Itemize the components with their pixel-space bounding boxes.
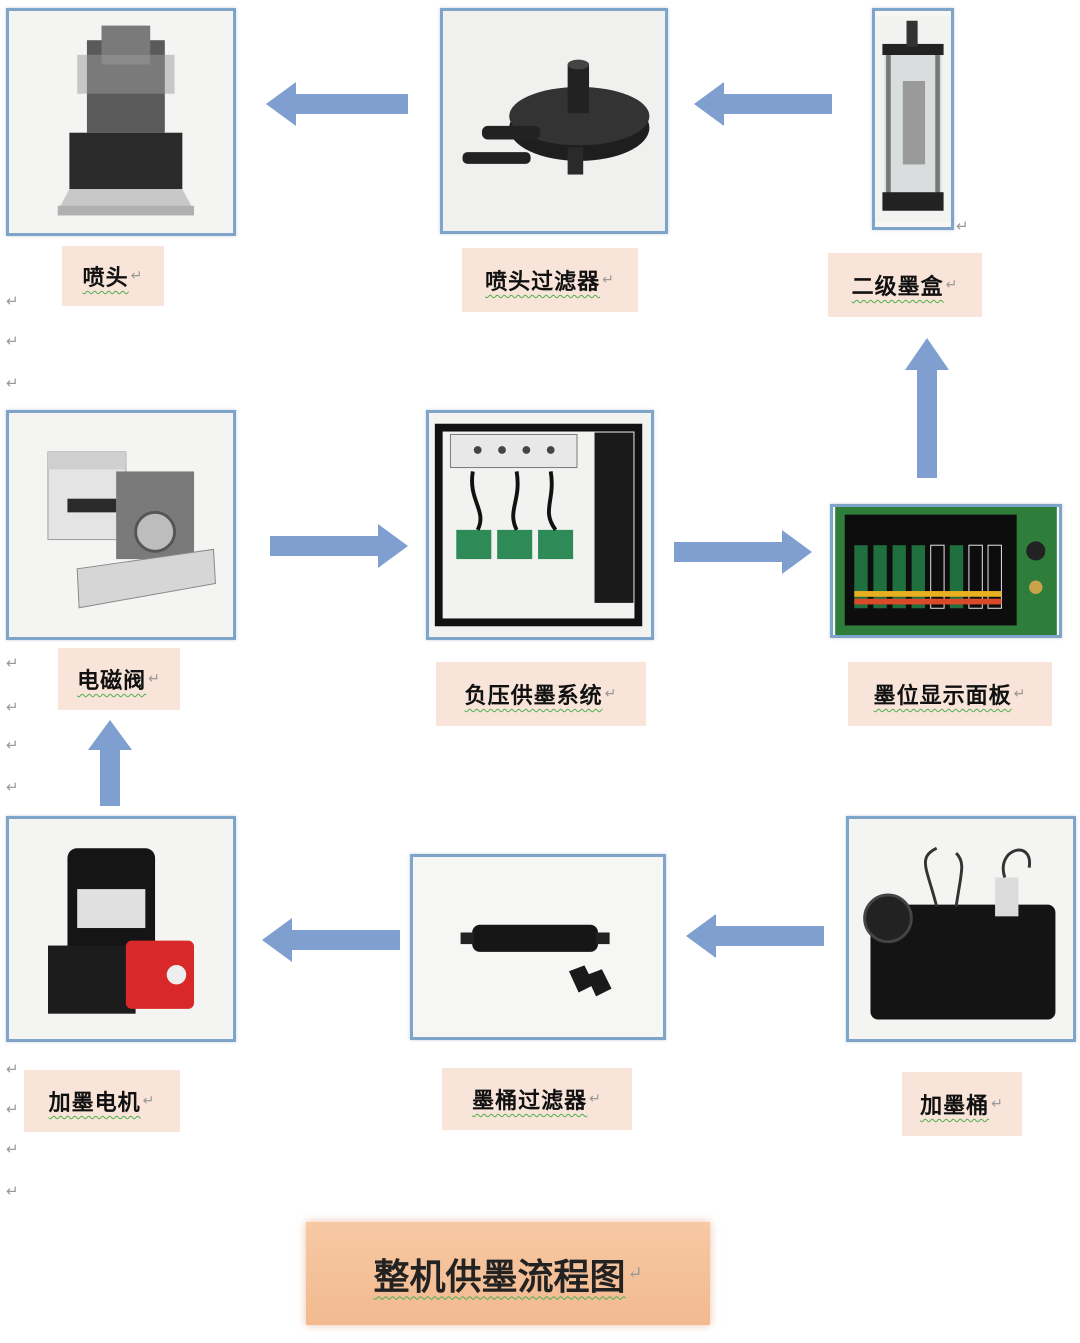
return-mark: ↵ bbox=[6, 1182, 19, 1200]
return-mark: ↵ bbox=[130, 268, 144, 284]
nozzle-filter-image bbox=[440, 8, 668, 234]
return-mark: ↵ bbox=[602, 272, 615, 288]
return-mark: ↵ bbox=[956, 217, 969, 235]
negative-pressure-system-label: 负压供墨系统↵ bbox=[436, 662, 646, 726]
return-mark: ↵ bbox=[6, 778, 19, 796]
solenoid-valve-image bbox=[6, 410, 236, 640]
secondary-cartridge-label-text: 二级墨盒 bbox=[851, 275, 944, 300]
solenoid-valve-label: 电磁阀↵ bbox=[58, 648, 180, 710]
return-mark: ↵ bbox=[6, 374, 19, 392]
tank-filter-label: 墨桶过滤器↵ bbox=[442, 1068, 632, 1130]
negative-pressure-system-label-text: 负压供墨系统 bbox=[464, 684, 603, 709]
nozzle-filter-label-text: 喷头过滤器 bbox=[485, 270, 601, 295]
nozzle-filter-label: 喷头过滤器↵ bbox=[462, 248, 638, 312]
nozzle-image bbox=[6, 8, 236, 236]
ink-level-panel-image bbox=[830, 504, 1062, 638]
ink-pump-motor-image bbox=[6, 816, 236, 1042]
return-mark: ↵ bbox=[148, 671, 161, 687]
arrow-left-1 bbox=[266, 82, 408, 126]
diagram-title-text: 整机供墨流程图 bbox=[373, 1255, 626, 1298]
arrow-right-1 bbox=[270, 524, 408, 568]
diagram-title: 整机供墨流程图↵ bbox=[306, 1222, 710, 1325]
return-mark: ↵ bbox=[627, 1263, 643, 1284]
arrow-left-4 bbox=[686, 914, 824, 958]
tank-filter-label-text: 墨桶过滤器 bbox=[472, 1089, 588, 1114]
ink-tank-image bbox=[846, 816, 1076, 1042]
return-mark: ↵ bbox=[6, 1100, 19, 1118]
return-mark: ↵ bbox=[991, 1096, 1004, 1112]
return-mark: ↵ bbox=[6, 1140, 19, 1158]
tank-filter-image bbox=[410, 854, 666, 1040]
return-mark: ↵ bbox=[1013, 686, 1027, 702]
ink-level-panel-label: 墨位显示面板↵ bbox=[848, 662, 1052, 726]
ink-tank-label: 加墨桶↵ bbox=[902, 1072, 1022, 1136]
ink-pump-motor-label: 加墨电机↵ bbox=[24, 1070, 180, 1132]
nozzle-label-text: 喷头 bbox=[82, 266, 129, 291]
return-mark: ↵ bbox=[6, 654, 19, 672]
nozzle-label: 喷头↵ bbox=[62, 246, 164, 306]
return-mark: ↵ bbox=[945, 277, 959, 293]
return-mark: ↵ bbox=[6, 292, 19, 310]
negative-pressure-system-image bbox=[426, 410, 654, 640]
ink-pump-motor-label-text: 加墨电机 bbox=[48, 1091, 141, 1116]
return-mark: ↵ bbox=[6, 332, 19, 350]
arrow-up-2 bbox=[88, 720, 132, 806]
arrow-right-2 bbox=[674, 530, 812, 574]
secondary-cartridge-label: 二级墨盒↵ bbox=[828, 253, 982, 317]
ink-tank-label-text: 加墨桶 bbox=[920, 1094, 990, 1119]
return-mark: ↵ bbox=[142, 1093, 156, 1109]
return-mark: ↵ bbox=[604, 686, 618, 702]
solenoid-valve-label-text: 电磁阀 bbox=[77, 669, 147, 694]
ink-level-panel-label-text: 墨位显示面板 bbox=[873, 684, 1012, 709]
arrow-up-1 bbox=[905, 338, 949, 478]
arrow-left-2 bbox=[694, 82, 832, 126]
return-mark: ↵ bbox=[589, 1091, 602, 1107]
return-mark: ↵ bbox=[6, 698, 19, 716]
arrow-left-3 bbox=[262, 918, 400, 962]
return-mark: ↵ bbox=[6, 1060, 19, 1078]
secondary-cartridge-image bbox=[872, 8, 954, 230]
return-mark: ↵ bbox=[6, 736, 19, 754]
